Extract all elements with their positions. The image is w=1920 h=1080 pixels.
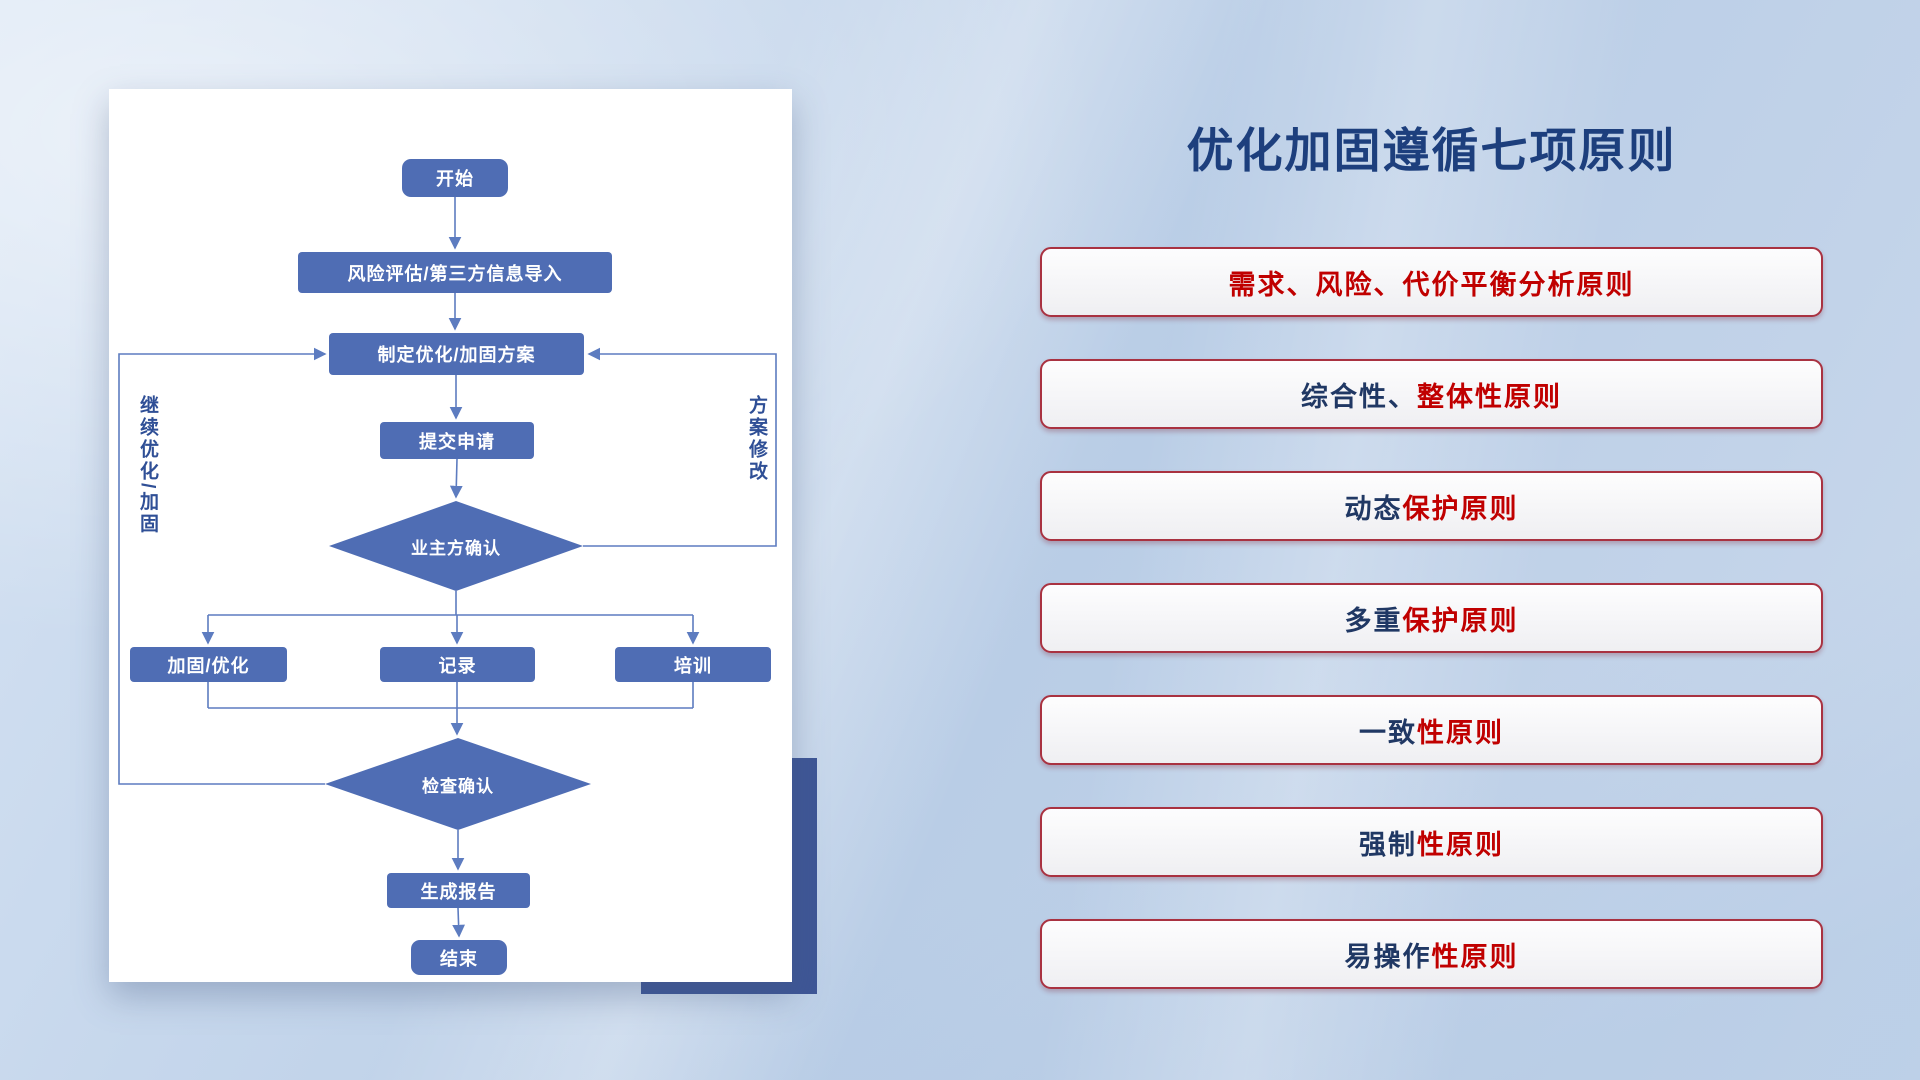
principle-text-red: 性原则 [1431,941,1519,972]
principle-text-navy: 动态 [1344,493,1403,524]
principle-text-navy: 一致 [1359,717,1417,748]
principle-text-red: 性原则 [1417,717,1504,748]
principle-text-red: 需求、风险、代价平衡分析原则 [1228,269,1635,300]
principle-text-navy: 强制 [1359,829,1417,860]
flow-node-submit-request: 提交申请 [380,422,534,459]
principle-item-1: 需求、风险、代价平衡分析原则 [1040,247,1823,317]
flow-label-continue-optimize: 继续优化/加固 [137,395,158,536]
principle-item-5: 一致性原则 [1040,695,1823,765]
principle-item-4: 多重保护原则 [1040,583,1823,653]
principle-text-navy: 综合性、 [1301,381,1417,412]
flow-node-make-plan: 制定优化/加固方案 [329,333,584,375]
flowchart-card: 开始 风险评估/第三方信息导入 制定优化/加固方案 提交申请 业主方确认 加固/… [109,89,792,982]
principle-item-7: 易操作性原则 [1040,919,1823,989]
principle-text-red: 保护原则 [1402,493,1519,524]
principle-item-3: 动态保护原则 [1040,471,1823,541]
flow-label-plan-modify: 方案修改 [746,395,767,483]
flow-node-start: 开始 [402,159,508,197]
flow-node-training: 培训 [615,647,771,682]
flow-node-end: 结束 [411,940,507,975]
flow-node-record: 记录 [380,647,535,682]
principle-text-red: 保护原则 [1402,605,1519,636]
flow-node-generate-report: 生成报告 [387,873,530,908]
principle-text-red: 整体性原则 [1417,381,1562,412]
page-title: 优化加固遵循七项原则 [1186,124,1677,177]
principle-text-red: 性原则 [1417,829,1504,860]
principle-item-2: 综合性、整体性原则 [1040,359,1823,429]
principle-text-navy: 多重 [1344,605,1403,636]
flow-node-risk-assessment: 风险评估/第三方信息导入 [298,252,612,293]
flow-node-reinforce-optimize: 加固/优化 [130,647,287,682]
principle-item-6: 强制性原则 [1040,807,1823,877]
principle-text-navy: 易操作 [1344,941,1432,972]
